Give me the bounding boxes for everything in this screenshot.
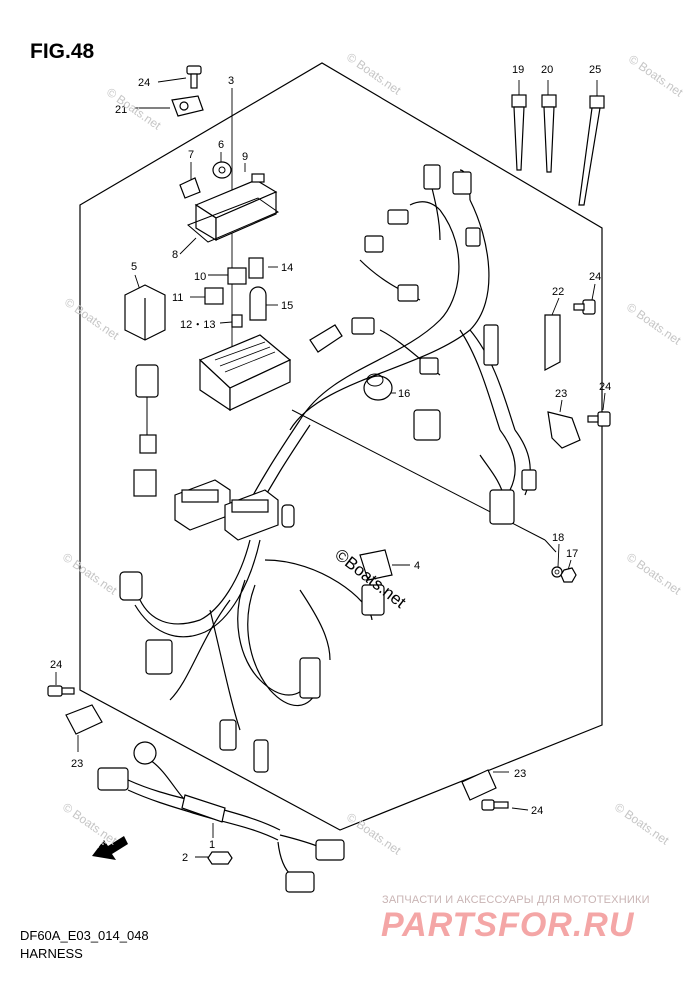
connector-mid-4 [419, 357, 439, 375]
bolt-24-bottom [481, 799, 509, 811]
bolt-24-top [186, 65, 202, 89]
callout-6: 6 [218, 139, 224, 151]
callout-2: 2 [182, 852, 188, 864]
relay-5 [124, 284, 166, 341]
cable-tie-19 [511, 94, 527, 171]
callout-24c: 24 [599, 381, 611, 393]
connector-mid-3 [351, 317, 375, 335]
callout-23b: 23 [71, 758, 83, 770]
bracket-23-left [65, 704, 103, 735]
harness-lower-branch [139, 539, 251, 625]
callout-15: 15 [281, 300, 293, 312]
connector-lower-right [361, 584, 385, 616]
callout-19: 19 [512, 64, 524, 76]
fwd-arrow-icon [92, 836, 128, 860]
cable-tie-20 [541, 94, 557, 173]
fuse-box-9 [194, 173, 278, 242]
callout-11: 11 [172, 292, 183, 304]
callout-14: 14 [281, 262, 293, 274]
callout-9: 9 [242, 151, 248, 163]
connector-bottom-2 [253, 739, 269, 773]
connector-top-5 [465, 227, 481, 247]
fuse-12-13 [231, 314, 243, 328]
connector-left-upper [133, 364, 159, 497]
relay-10 [227, 267, 247, 285]
watermark-brand: PARTSFOR.RU [381, 906, 635, 944]
connector-top-2 [452, 171, 472, 195]
bracket-21 [171, 95, 204, 117]
callout-23c: 23 [514, 768, 526, 780]
assembly-boundary [79, 62, 603, 831]
callout-24d: 24 [50, 659, 62, 671]
connector-lower-left [145, 639, 173, 675]
gasket-8 [187, 197, 280, 243]
callout-5: 5 [131, 261, 137, 273]
fuse-15 [249, 286, 267, 321]
figure-caption: HARNESS [20, 946, 83, 961]
nut-17 [560, 567, 577, 583]
callout-20: 20 [541, 64, 553, 76]
watermark-tagline: ЗАПЧАСТИ И АКСЕССУАРЫ ДЛЯ МОТОТЕХНИКИ [382, 894, 650, 906]
connector-mid-1 [397, 284, 419, 302]
callout-12-13: 12・13 [180, 319, 215, 331]
connector-lower-mid [299, 657, 321, 699]
sub-harness-connector-a [97, 767, 129, 791]
connector-top-1 [423, 164, 441, 190]
connector-small-mid [281, 504, 295, 528]
figure-code: DF60A_E03_014_048 [20, 928, 149, 943]
grommet-6 [212, 161, 232, 179]
relay-14 [248, 257, 264, 279]
callout-10: 10 [194, 271, 206, 283]
figure-title: FIG.48 [30, 40, 95, 63]
rubber-cap-4 [359, 549, 393, 581]
junction-box-3 [198, 334, 292, 412]
connector-bottom-1 [219, 719, 237, 751]
washer-18 [551, 566, 563, 578]
connector-top-3 [387, 209, 409, 225]
clip-7 [179, 177, 201, 199]
nut-2 [207, 851, 233, 865]
harness-main-trunk [299, 209, 460, 421]
callout-4: 4 [414, 560, 420, 572]
callout-22: 22 [552, 286, 564, 298]
callout-24b: 24 [589, 271, 601, 283]
callout-25: 25 [589, 64, 601, 76]
sub-harness-connector-b [315, 839, 345, 861]
sensor-plug [309, 324, 343, 353]
bracket-23-bottom [461, 769, 497, 801]
connector-lower-cap [119, 571, 143, 601]
bracket-22 [544, 314, 561, 371]
connector-right-side [521, 469, 537, 491]
bolt-24-right-upper [573, 299, 596, 315]
sub-harness-connector-c [285, 871, 315, 893]
connector-right-lower [489, 489, 515, 525]
connector-mid-2 [483, 324, 499, 366]
callout-24a: 24 [138, 77, 150, 89]
callout-18: 18 [552, 532, 564, 544]
callout-1: 1 [209, 839, 215, 851]
callout-17: 17 [566, 548, 578, 560]
cable-tie-25 [578, 95, 605, 206]
connector-large-1 [174, 479, 231, 531]
bolt-24-left [47, 685, 75, 697]
relay-11 [204, 287, 224, 305]
sub-harness-terminal [133, 741, 157, 765]
bracket-23-right [547, 411, 581, 449]
callout-23a: 23 [555, 388, 567, 400]
connector-top-4 [364, 235, 384, 253]
callout-21: 21 [115, 104, 127, 116]
sensor-16 [363, 375, 393, 401]
bolt-24-right-lower [587, 411, 611, 427]
callout-7: 7 [188, 149, 194, 161]
connector-cover [413, 409, 441, 441]
callout-16: 16 [398, 388, 410, 400]
callout-8: 8 [172, 249, 178, 261]
callout-3: 3 [228, 75, 234, 87]
callout-24e: 24 [531, 805, 543, 817]
connector-large-2 [224, 489, 279, 541]
